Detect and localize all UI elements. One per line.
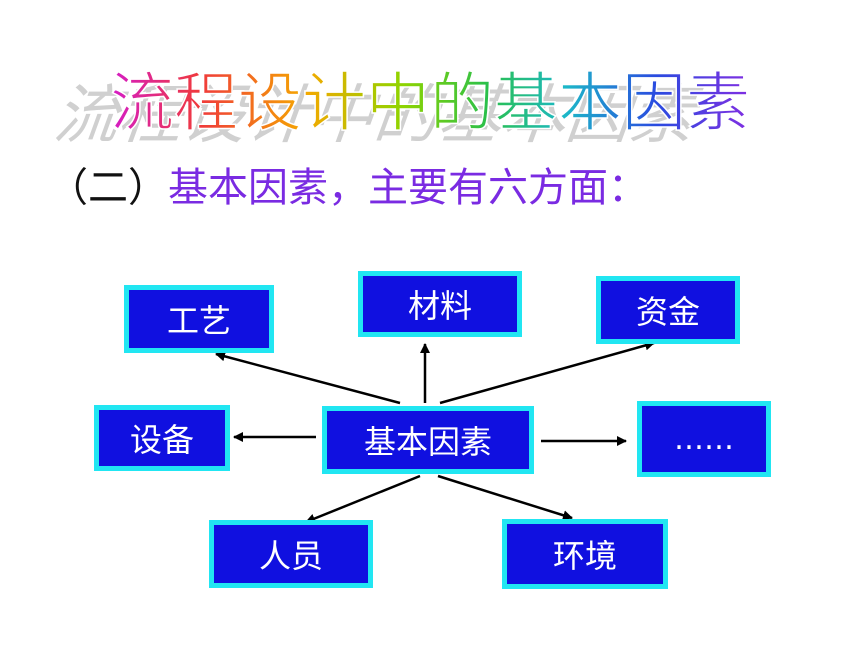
node-zijin: 资金 — [596, 276, 740, 344]
node-huanjing-label: 环境 — [552, 537, 617, 575]
subtitle-text: 基本因素，主要有六方面： — [168, 165, 648, 211]
node-more-label: …… — [674, 421, 734, 457]
arrow-to-renyuan — [305, 474, 421, 524]
node-cailiao-label: 材料 — [407, 287, 472, 325]
title-shadow: 流程设计中的基本因素 — [47, 78, 714, 145]
node-renyuan: 人员 — [209, 520, 373, 588]
arrow-to-huanjing — [437, 474, 573, 521]
subtitle-prefix: （二） — [48, 165, 168, 211]
arrow-to-gongyi — [215, 351, 401, 405]
title-text: 流程设计中的基本因素 — [110, 67, 750, 141]
node-more: …… — [637, 401, 771, 477]
node-zijin-label: 资金 — [635, 293, 700, 331]
node-shebei: 设备 — [94, 405, 230, 471]
subtitle: （二）基本因素，主要有六方面： — [48, 160, 648, 216]
node-gongyi-label: 工艺 — [166, 302, 231, 340]
node-renyuan-label: 人员 — [258, 537, 323, 575]
node-center-label: 基本因素 — [363, 423, 492, 461]
node-center: 基本因素 — [322, 406, 534, 474]
node-gongyi: 工艺 — [124, 285, 274, 353]
node-huanjing: 环境 — [502, 519, 668, 589]
arrow-to-zijin — [439, 340, 655, 405]
node-cailiao: 材料 — [358, 271, 522, 337]
page-title: 流程设计中的基本因素 流程设计中的基本因素 — [0, 55, 860, 145]
node-shebei-label: 设备 — [129, 421, 194, 459]
